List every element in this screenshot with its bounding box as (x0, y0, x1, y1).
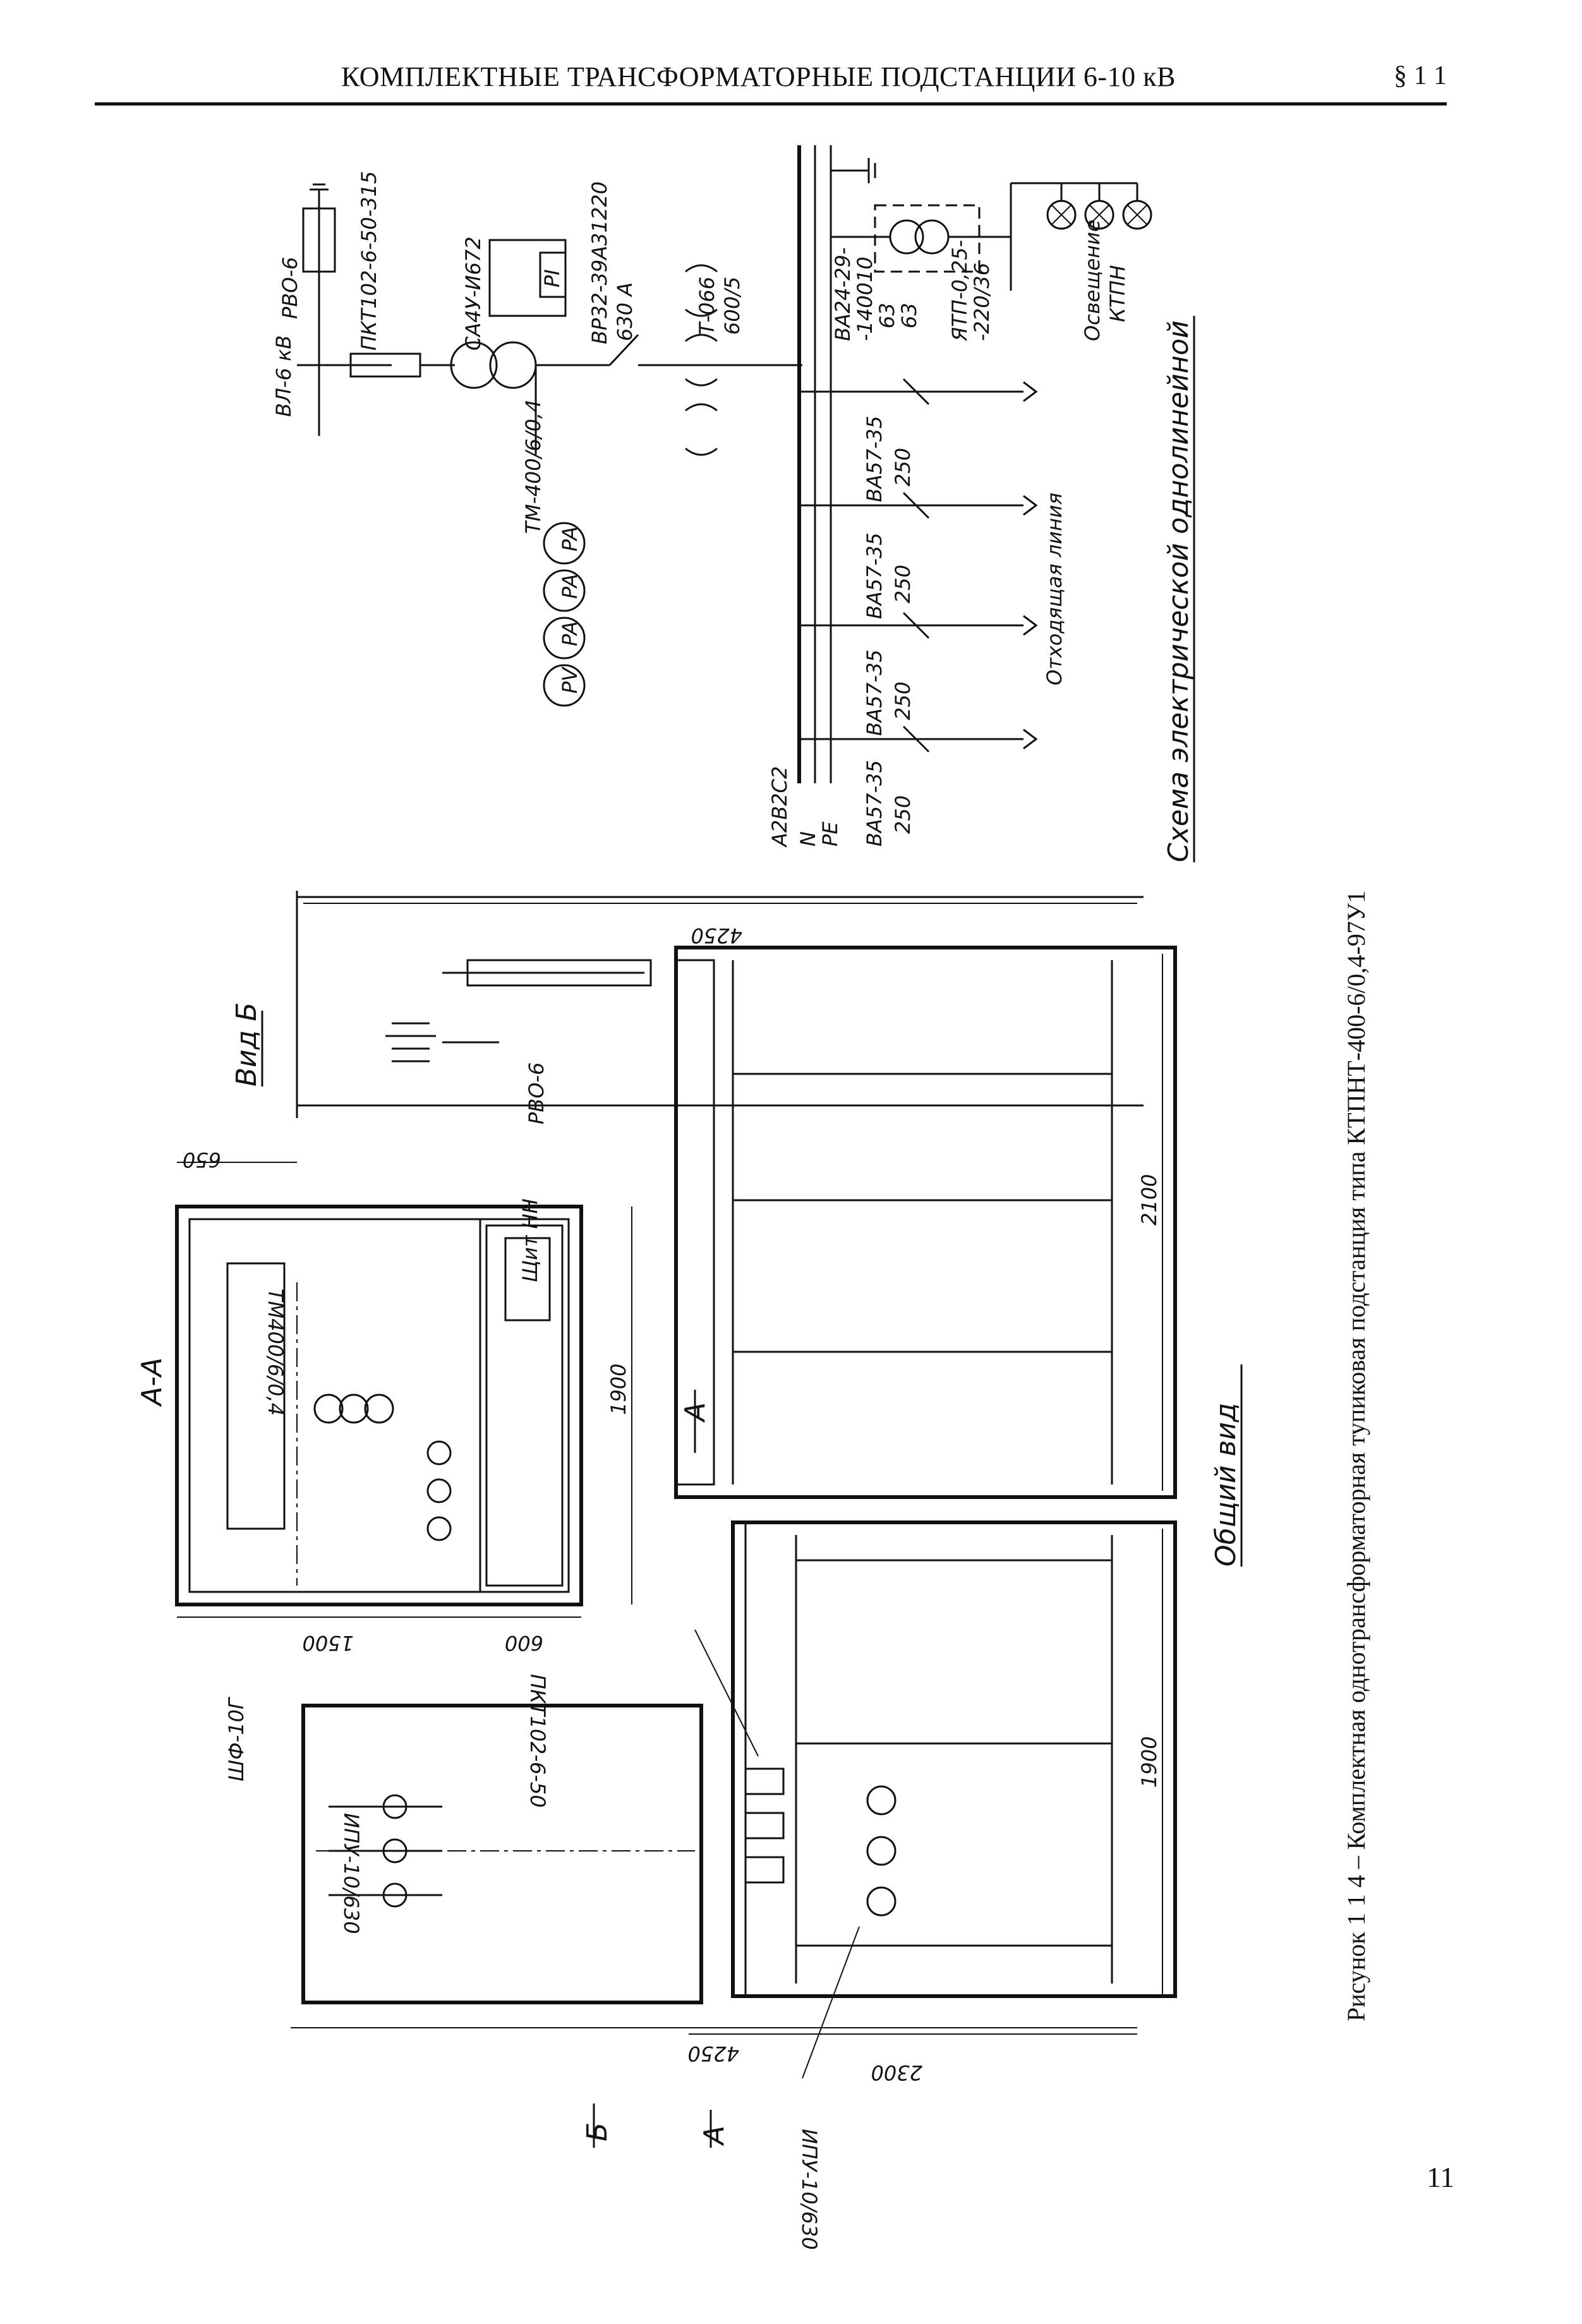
label-lighting: Освещение (1080, 219, 1104, 341)
switch-symbol (608, 334, 639, 366)
label-breaker-rating-4: 250 (891, 448, 915, 486)
ammeter-3 (543, 617, 586, 659)
outgoing-feeders (799, 378, 1038, 753)
label-busbar-n: N (796, 831, 820, 846)
label-arrester: РВО-6 (278, 257, 302, 319)
label-ammeter-3: PA (558, 621, 582, 646)
label-aux-transformer-2: -220/36 (970, 263, 994, 341)
label-ammeter-1: PA (558, 526, 582, 551)
aux-transformer-box (874, 204, 981, 273)
arrow-a-bottom: А (698, 2126, 730, 2146)
header-section: § 1 1 (1394, 61, 1447, 90)
view-b: Вид Б 2100 4250 РВО-6 (231, 891, 1177, 1499)
general-view-dim-width: 2300 (871, 2061, 922, 2085)
header-title: КОМПЛЕКТНЫЕ ТРАНСФОРМАТОРНЫЕ ПОДСТАНЦИИ … (341, 61, 1176, 92)
label-busbar-phase: А2В2С2 (768, 766, 792, 848)
label-busbar-pe: PE (818, 821, 842, 846)
section-aa-frame (175, 1205, 583, 1606)
label-panel: Щит НН (518, 1198, 542, 1282)
label-hv-line: ВЛ-6 кВ (272, 335, 296, 417)
view-b-title: Вид Б (231, 1002, 263, 1087)
section-aa-dim-b: 600 (505, 1631, 543, 1655)
transformer-primary (450, 341, 498, 389)
page-number: 11 (1427, 2161, 1455, 2193)
label-transformer: ТМ-400/6/0,4 (521, 399, 545, 534)
figure-caption: Рисунок 1 1 4 – Комплектная однотрансфор… (1342, 891, 1370, 2021)
header-rule (95, 102, 1447, 105)
label-aux-breaker-2: -140010 (853, 256, 877, 341)
label-switch: ВР32-39А31220 (588, 181, 612, 344)
label-meter: СА4У-И672 (461, 236, 485, 351)
view-b-dim-height: 4250 (691, 924, 742, 948)
label-aux-breaker: ВА24-29- (831, 248, 855, 341)
label-breaker-3: ВА57-35 (862, 533, 886, 619)
label-ct-ratio: 600/5 (720, 277, 744, 335)
page-header: КОМПЛЕКТНЫЕ ТРАНСФОРМАТОРНЫЕ ПОДСТАНЦИИ … (95, 54, 1447, 105)
label-breaker-rating-1: 250 (891, 795, 915, 834)
label-voltmeter: PV (558, 666, 582, 694)
label-breaker-1: ВА57-35 (862, 760, 886, 846)
label-bushing: ШФ-10Г (224, 1697, 248, 1781)
section-aa-dim-depth: 1900 (607, 1364, 631, 1415)
label-disconnector: ИПУ-10/630 (339, 1813, 363, 1934)
label-breaker-2: ВА57-35 (862, 649, 886, 736)
view-b-body (674, 946, 1177, 1499)
arrow-b: Б (581, 2122, 613, 2141)
voltmeter (543, 664, 586, 707)
label-aux-breaker-4: 63 (897, 303, 921, 328)
label-switch-rating: 630 А (613, 282, 637, 341)
label-outgoing-line: Отходящая линия (1042, 493, 1066, 685)
general-view-dim-height: 4250 (688, 2042, 739, 2066)
label-fuse-gv: ПКТ102-6-50 (526, 1674, 550, 1808)
label-meter-box: PI (540, 269, 564, 287)
view-b-dim-width: 2100 (1137, 1174, 1161, 1225)
label-breaker-4: ВА57-35 (862, 416, 886, 502)
label-lighting-2: КТПН (1106, 265, 1130, 322)
general-view-side (301, 1704, 703, 2004)
section-aa-title: А-А (136, 1358, 168, 1407)
label-fuse: ПКТ102-6-50-315 (357, 171, 381, 351)
label-aux-breaker-3: 63 (875, 303, 899, 328)
general-view: Общий вид 4250 2300 1900 ШФ-10Г ИПУ-10/6… (224, 1364, 1243, 2250)
label-ct-type: Т-066 (695, 277, 719, 335)
ct-symbol (685, 334, 718, 387)
general-view-front (731, 1520, 1177, 1998)
section-aa: А-А Щит НН ТМ400/6/0,4 1900 650 1500 600… (136, 1148, 711, 1655)
single-line-schematic: ВЛ-6 кВ РВО-6 ПКТ102-6-50-315 СА4У-И672 … (272, 145, 1195, 862)
label-ammeter-2: PA (558, 574, 582, 599)
label-breaker-rating-2: 250 (891, 682, 915, 720)
ammeter-1 (543, 522, 586, 565)
view-b-arrester: РВО-6 (524, 1063, 548, 1124)
general-view-dim-depth: 1900 (1137, 1737, 1161, 1788)
label-transformer-aa: ТМ400/6/0,4 (263, 1289, 287, 1416)
schematic-title: Схема электрической однолинейной (1162, 320, 1195, 862)
section-aa-dim-c: 650 (183, 1148, 221, 1172)
label-aux-transformer: ЯТП-0,25- (948, 240, 972, 342)
label-leader: ИПУ-10/630 (797, 2129, 821, 2250)
ammeter-2 (543, 569, 586, 612)
section-aa-dim-a: 1500 (303, 1631, 354, 1655)
general-view-title: Общий вид (1210, 1403, 1242, 1567)
label-breaker-rating-3: 250 (891, 565, 915, 603)
